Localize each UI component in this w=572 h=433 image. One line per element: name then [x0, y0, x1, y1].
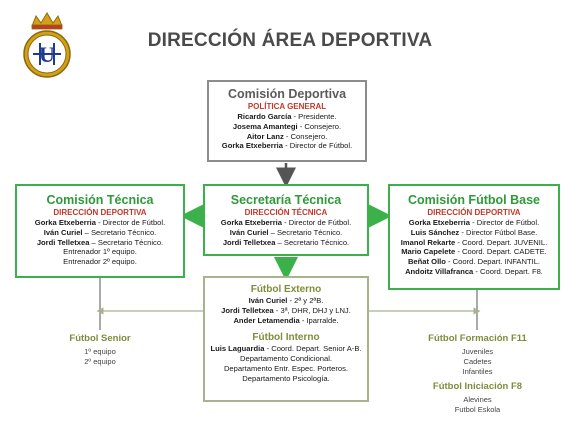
member-role: - 2ª y 2ªB. — [287, 296, 324, 305]
page-title: DIRECCIÓN ÁREA DEPORTIVA — [147, 30, 433, 51]
futbol-formacion-item: Infantiles — [462, 367, 493, 376]
futbol-senior-item: 1º equipo — [84, 347, 116, 356]
member-role: – Secretario Técnico. — [275, 237, 350, 247]
comision-futbol-base-title: Comisión Fútbol Base — [408, 193, 540, 207]
member-role: - Iparralde. — [299, 315, 339, 325]
futbol-interno-title: Fútbol Interno — [252, 332, 320, 344]
comision-futbol-base-subtitle: DIRECCIÓN DEPORTIVA — [427, 208, 521, 217]
member-role: – Secretario Técnico. — [89, 237, 164, 247]
member-role: - Consejero. — [283, 131, 328, 141]
member-name: Ander Letamendia — [233, 315, 300, 325]
futbol-iniciacion-item: Alevines — [463, 395, 492, 404]
member-name: Aitor Lanz — [246, 131, 284, 141]
comision-tecnica-subtitle: DIRECCIÓN DEPORTIVA — [53, 208, 147, 217]
member-role: - Director Fútbol Base. — [459, 227, 538, 237]
futbol-externo-interno-box: Fútbol Externo Iván Curiel - 2ª y 2ªB. J… — [203, 276, 369, 402]
member-name: Gorka Etxeberria — [34, 218, 96, 227]
futbol-formacion-item: Juveniles — [461, 347, 494, 356]
comision-deportiva-subtitle: POLÍTICA GENERAL — [247, 102, 327, 111]
comision-deportiva-title: Comisión Deportiva — [227, 87, 347, 101]
member-role: - Consejero. — [297, 121, 342, 131]
member-role: - Director de Fútbol. — [282, 141, 353, 151]
member-name: Mario Capelete — [401, 247, 456, 257]
member-name: Iván Curiel — [248, 296, 288, 305]
extra-line: Departamento Condicional. — [239, 354, 333, 364]
member-role: - Presidente. — [291, 112, 337, 121]
futbol-senior-item: 2º equipo — [84, 357, 116, 366]
member-name: Iván Curiel — [43, 227, 83, 237]
comision-tecnica-title: Comisión Técnica — [46, 193, 154, 207]
member-role: - Coord. Depart. F8. — [473, 266, 543, 276]
member-name: Gorka Etxeberria — [408, 218, 470, 227]
member-role: - 3ª, DHR, DHJ y LNJ. — [273, 305, 351, 315]
futbol-externo-title: Fútbol Externo — [250, 284, 322, 295]
member-role: - Coord. Depart. INFANTIL. — [445, 257, 541, 267]
member-role: - Coord. Depart. Senior A-B. — [264, 344, 362, 354]
member-name: Imanol Rekarte — [400, 237, 456, 247]
futbol-iniciacion-item: Futbol Eskola — [454, 405, 501, 414]
secretaria-tecnica-box: Secretaría Técnica DIRECCIÓN TÉCNICA Gor… — [203, 184, 369, 256]
member-role: – Secretario Técnico. — [82, 227, 157, 237]
member-role: – Secretario Técnico. — [268, 227, 343, 237]
member-name: Luis Laguardia — [210, 344, 265, 354]
extra-line: Departamento Entr. Espec. Porteros. — [223, 363, 349, 373]
member-name: Beñat Ollo — [407, 257, 446, 267]
secretaria-tecnica-subtitle: DIRECCIÓN TÉCNICA — [244, 208, 328, 217]
member-role: - Coord. Depart. CADETE. — [455, 247, 547, 257]
comision-futbol-base-box: Comisión Fútbol Base DIRECCIÓN DEPORTIVA… — [388, 184, 560, 290]
comision-tecnica-box: Comisión Técnica DIRECCIÓN DEPORTIVA Gor… — [15, 184, 185, 278]
extra-line: Entrenador 2º equipo. — [63, 257, 137, 267]
member-name: Josema Amantegi — [232, 121, 298, 131]
member-role: - Director de Fútbol. — [95, 218, 166, 227]
futbol-senior-title: Fútbol Senior — [69, 333, 131, 344]
member-name: Gorka Etxeberria — [221, 141, 283, 151]
member-name: Jordi Telletxea — [221, 305, 274, 315]
secretaria-tecnica-title: Secretaría Técnica — [230, 193, 342, 207]
futbol-iniciacion-title: Fútbol Iniciación F8 — [432, 381, 523, 392]
member-name: Gorka Etxeberria — [220, 218, 282, 227]
member-name: Jordi Telletxea — [222, 237, 276, 247]
member-role: - Coord. Depart. JUVENIL. — [455, 237, 548, 247]
member-name: Jordi Telletxea — [36, 237, 90, 247]
member-role: - Director de Fútbol. — [469, 218, 540, 227]
extra-line: Departamento Psicología. — [242, 373, 330, 383]
extra-line: Entrenador 1º equipo. — [63, 247, 137, 257]
member-name: Andoitz Villafranca — [405, 266, 474, 276]
member-name: Ricardo García — [237, 112, 292, 121]
member-name: Luis Sánchez — [410, 227, 460, 237]
futbol-formacion-title: Fútbol Formación F11 — [428, 333, 527, 344]
futbol-formacion-item: Cadetes — [463, 357, 492, 366]
member-name: Iván Curiel — [229, 227, 269, 237]
comision-deportiva-box: Comisión Deportiva POLÍTICA GENERAL Rica… — [207, 80, 367, 162]
club-crest-logo: U — [23, 12, 71, 78]
member-role: - Director de Fútbol. — [281, 218, 352, 227]
